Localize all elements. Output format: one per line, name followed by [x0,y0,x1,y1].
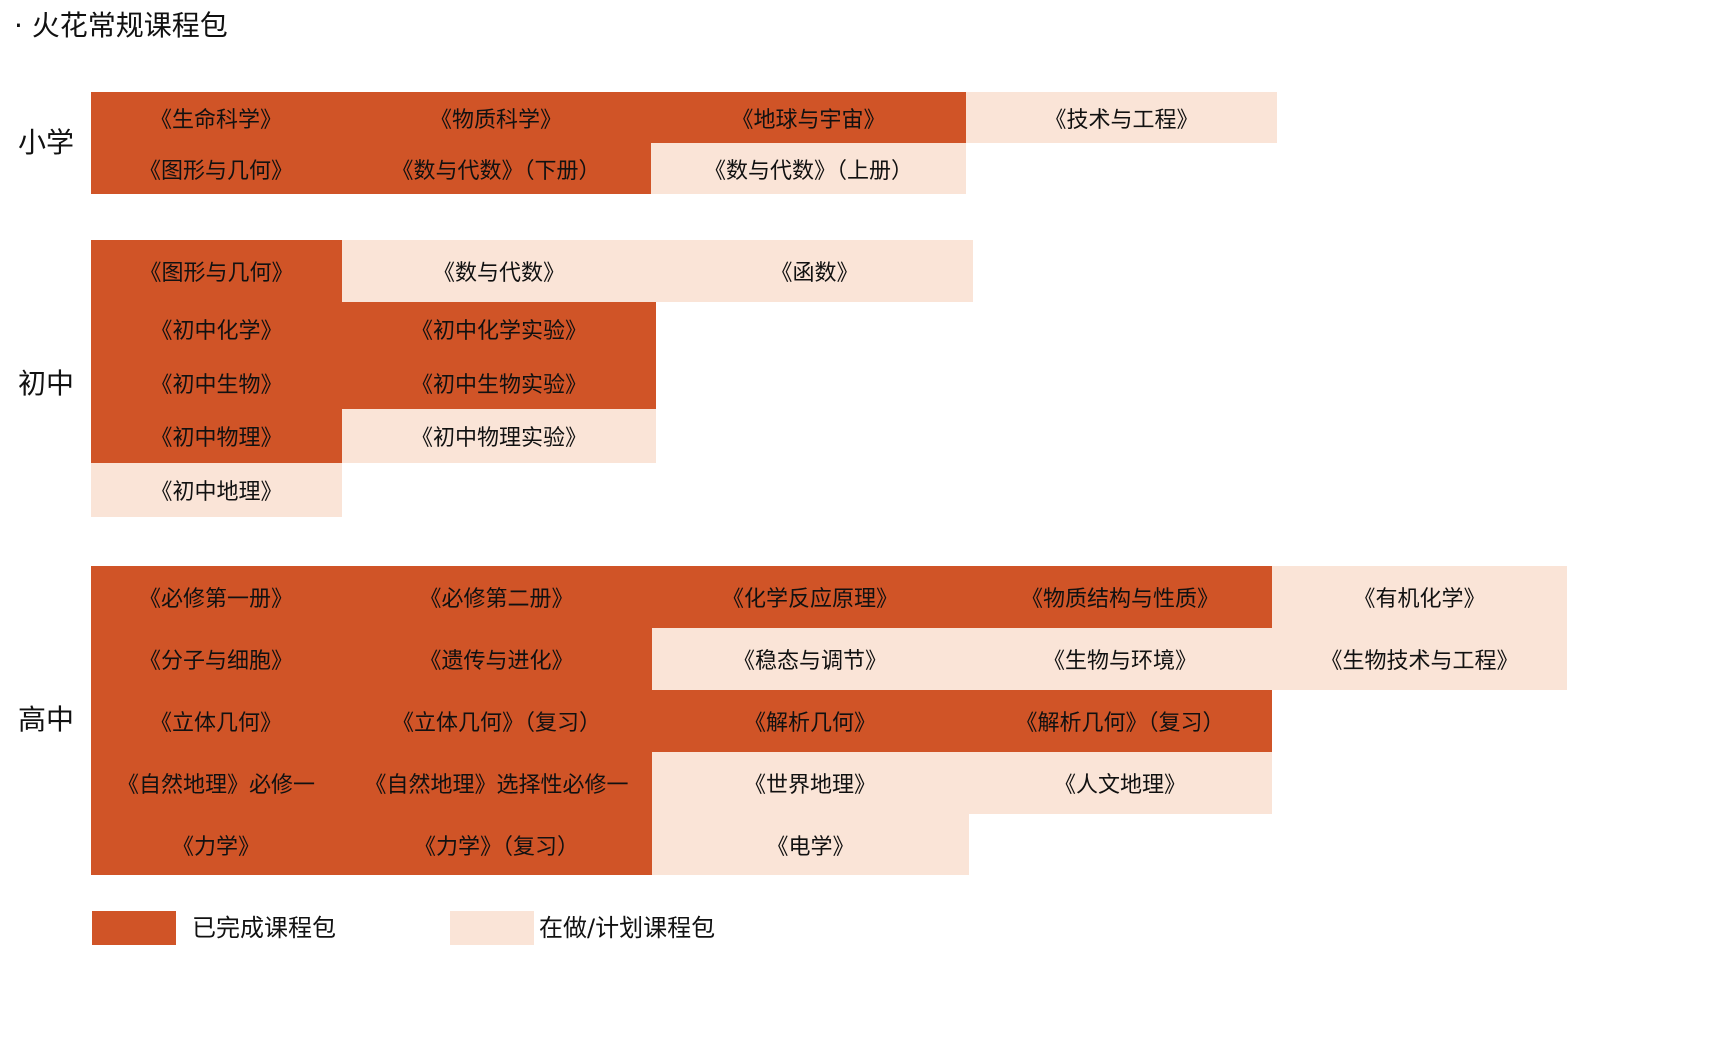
course-cell: 《物质科学》 [341,92,651,143]
legend-label-in-progress: 在做/计划课程包 [539,914,716,942]
course-cell: 《初中生物》 [91,356,342,409]
page-title: · 火花常规课程包 [14,9,228,42]
course-cell: 《有机化学》 [1272,566,1567,628]
course-cell: 《稳态与调节》 [652,628,968,690]
legend-swatch-done [92,911,176,945]
course-cell: 《初中生物实验》 [342,356,656,409]
section-label-primary: 小学 [18,126,75,159]
course-cell: 《必修第一册》 [91,566,341,628]
course-cell: 《函数》 [656,240,973,302]
course-cell: 《初中地理》 [91,463,342,517]
course-cell: 《化学反应原理》 [652,566,968,628]
course-cell: 《技术与工程》 [966,92,1277,143]
course-cell: 《分子与细胞》 [91,628,341,690]
course-cell: 《图形与几何》 [91,143,341,194]
course-cell: 《电学》 [652,814,969,875]
course-cell: 《力学》（复习） [341,814,652,875]
course-cell: 《人文地理》 [968,752,1272,814]
course-cell: 《生物技术与工程》 [1272,628,1567,690]
legend-swatch-in-progress [450,911,534,945]
course-cell: 《必修第二册》 [341,566,652,628]
section-label-junior: 初中 [18,367,75,400]
course-cell: 《数与代数》 [342,240,656,302]
course-cell: 《自然地理》选择性必修一 [341,752,652,814]
course-cell: 《世界地理》 [652,752,968,814]
course-cell: 《初中化学》 [91,302,342,356]
course-cell: 《立体几何》（复习） [341,690,652,752]
course-cell: 《数与代数》（上册） [651,143,966,194]
legend-label-done: 已完成课程包 [192,914,336,942]
course-cell: 《解析几何》（复习） [968,690,1272,752]
course-cell: 《生物与环境》 [968,628,1272,690]
course-cell: 《物质结构与性质》 [968,566,1272,628]
course-cell: 《解析几何》 [652,690,968,752]
course-cell: 《初中物理实验》 [342,409,656,463]
course-cell: 《初中化学实验》 [342,302,656,356]
course-cell: 《数与代数》（下册） [341,143,651,194]
course-cell: 《生命科学》 [91,92,341,143]
course-cell: 《立体几何》 [91,690,341,752]
course-cell: 《力学》 [91,814,341,875]
section-label-senior: 高中 [18,703,75,736]
course-cell: 《图形与几何》 [91,240,342,302]
course-cell: 《自然地理》必修一 [91,752,341,814]
course-cell: 《初中物理》 [91,409,342,463]
course-cell: 《遗传与进化》 [341,628,652,690]
course-cell: 《地球与宇宙》 [651,92,966,143]
